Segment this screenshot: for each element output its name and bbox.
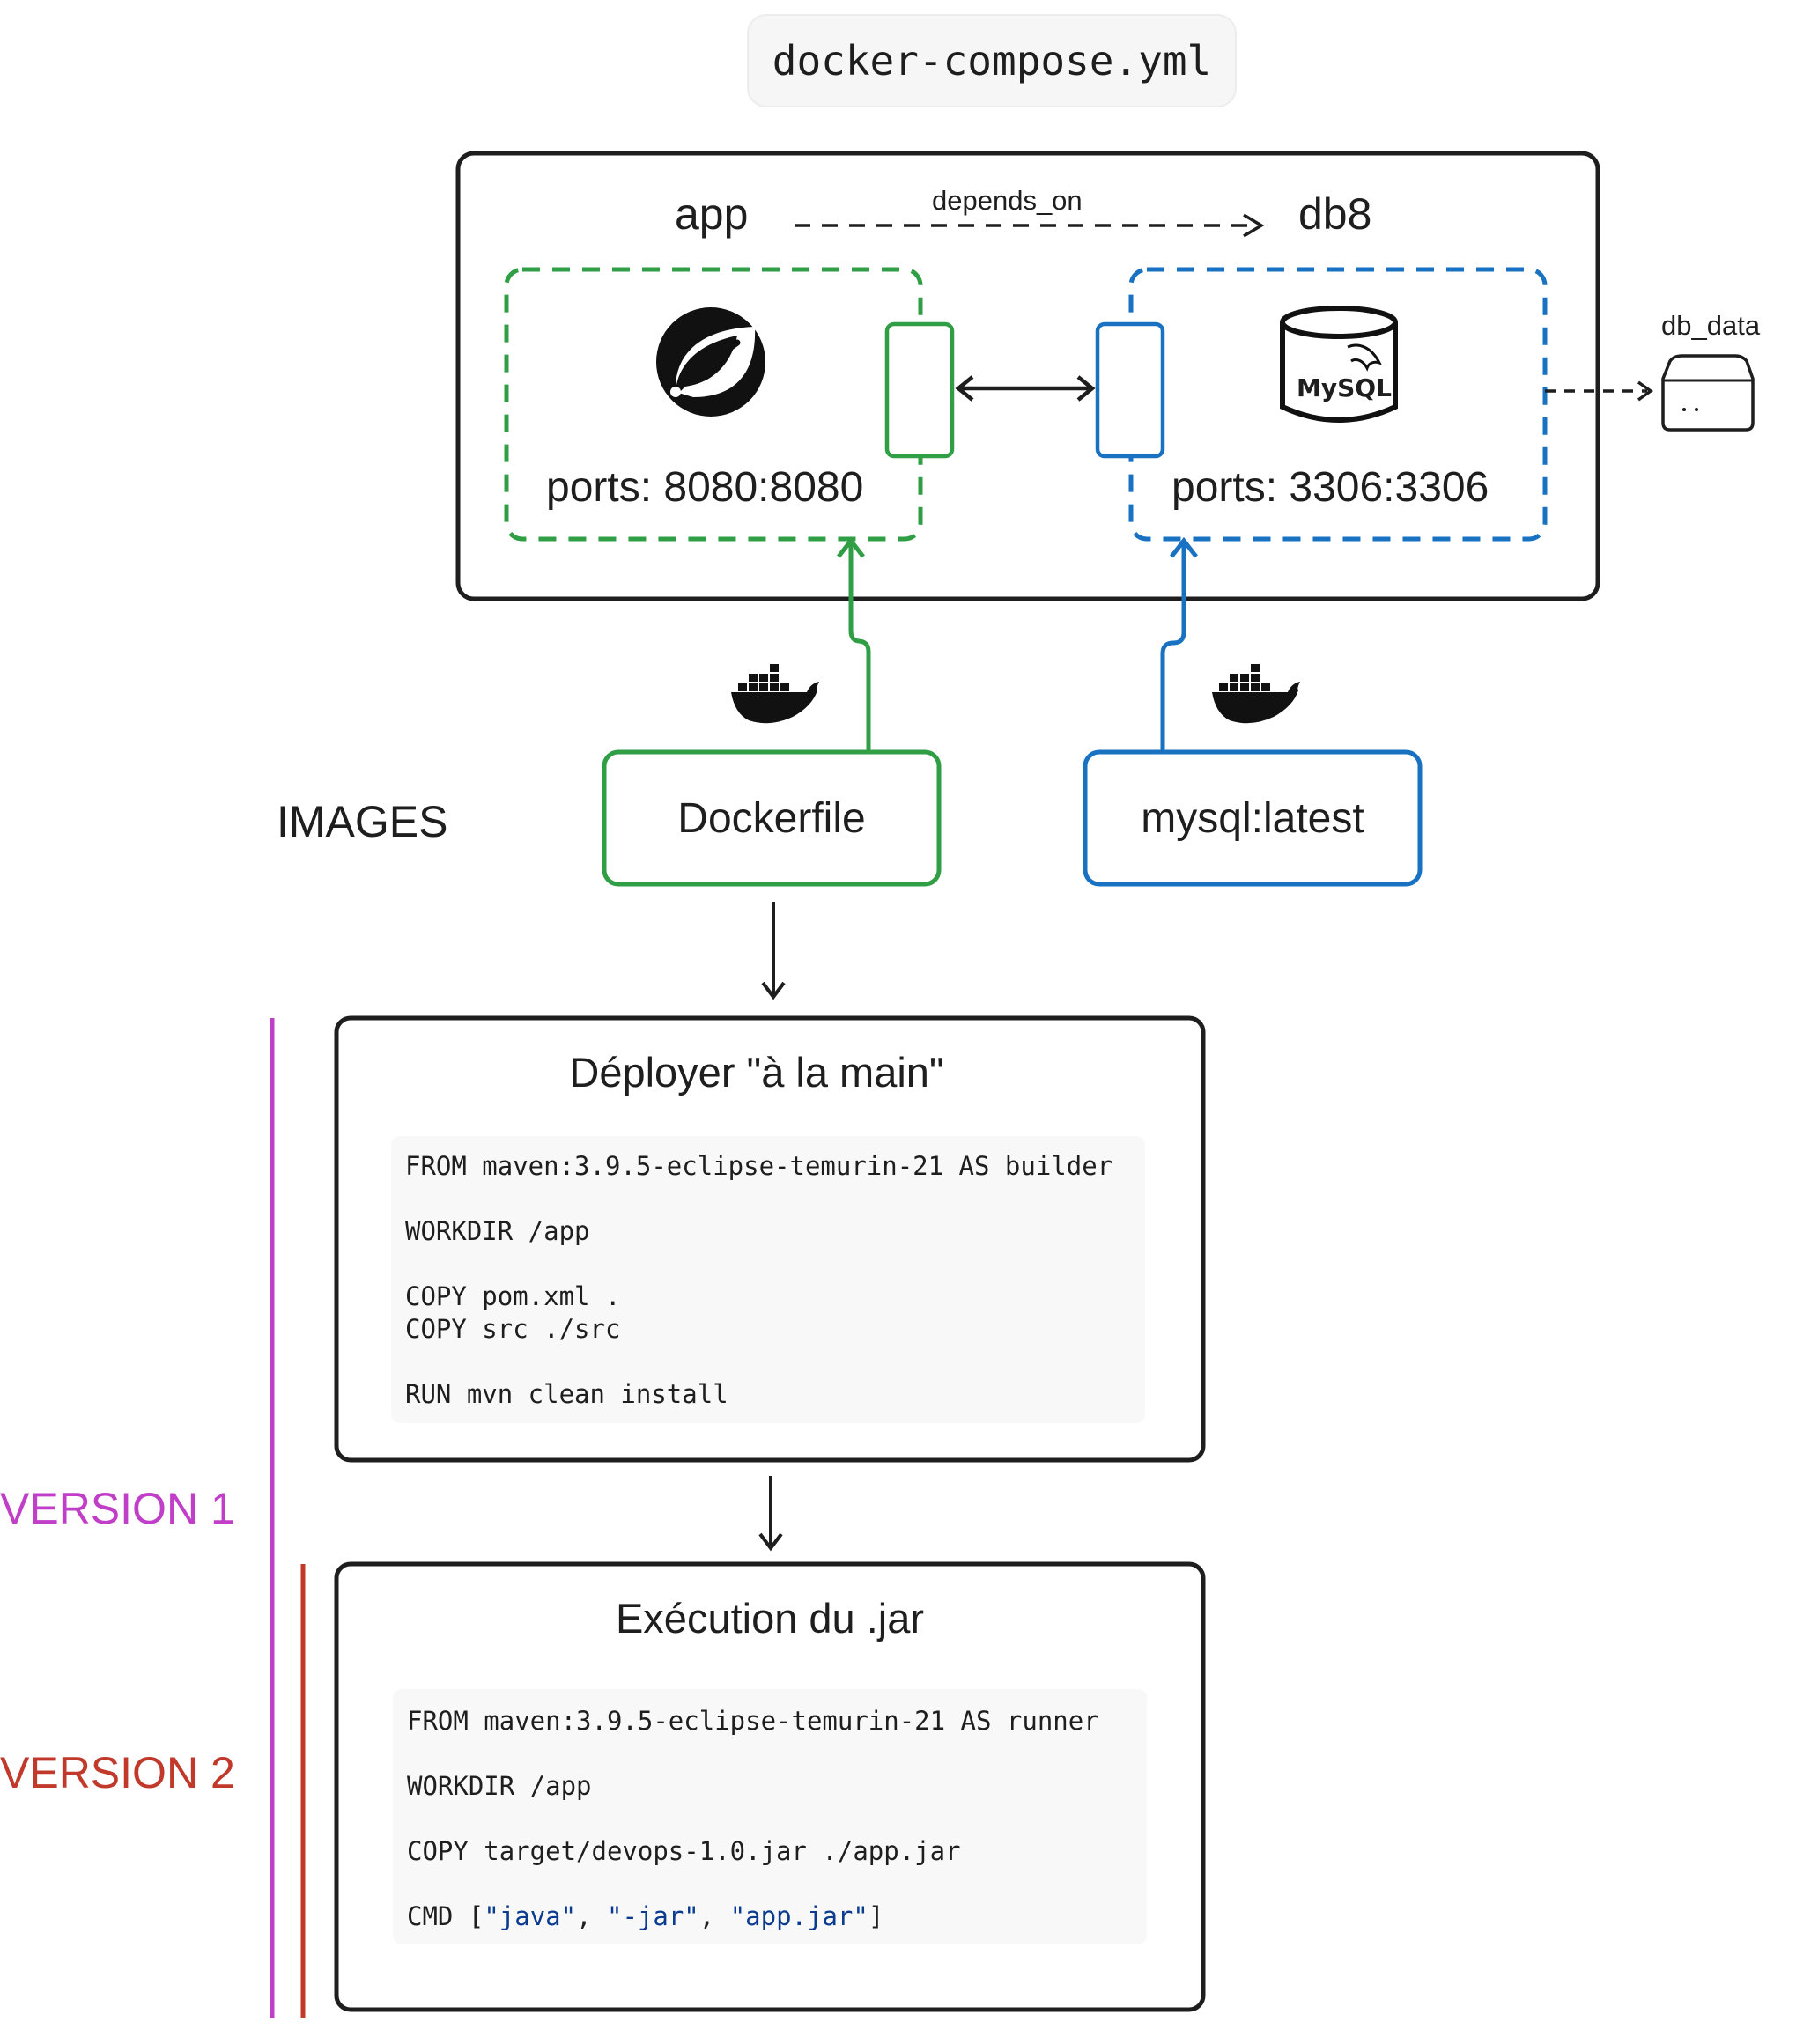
step-2-code-block: FROM maven:3.9.5-eclipse-temurin-21 AS r… [393, 1689, 1147, 1944]
mysql-logo-text: MySQL [1297, 373, 1392, 402]
spring-leaf-icon [656, 307, 765, 417]
step-box-1 [334, 1015, 1206, 1463]
code-line-cmd: CMD ["java", "-jar", "app.jar"] [407, 1901, 884, 1931]
code-line: WORKDIR /app [407, 1771, 592, 1801]
step-2-title: Exécution du .jar [615, 1595, 925, 1642]
code-line: COPY src ./src [405, 1314, 621, 1344]
compose-file-title: docker-compose.yml [747, 14, 1237, 107]
mysql-image-box [1083, 749, 1423, 887]
volume-label: db_data [1661, 310, 1761, 341]
depends-on-label: depends_on [932, 185, 1083, 216]
code-line: COPY target/devops-1.0.jar ./app.jar [407, 1836, 961, 1866]
step-1-title: Déployer "à la main" [569, 1049, 944, 1096]
step-box-2 [334, 1561, 1206, 2012]
docker-whale-icon [1212, 664, 1300, 724]
code-line: RUN mvn clean install [405, 1379, 728, 1409]
code-line: WORKDIR /app [405, 1216, 590, 1246]
dockerfile-box [602, 749, 942, 887]
code-line: FROM maven:3.9.5-eclipse-temurin-21 AS r… [407, 1706, 1099, 1736]
db-service-name: db8 [1298, 189, 1372, 239]
app-service-name: app [675, 189, 749, 239]
depends-on-arrow [795, 213, 1265, 238]
disk-icon [1661, 354, 1755, 432]
compose-box [455, 151, 1600, 601]
db-ports: ports: 3306:3306 [1171, 464, 1489, 511]
code-line: COPY pom.xml . [405, 1281, 621, 1311]
dockerfile-to-app-arrow [837, 536, 871, 750]
down-arrow-1 [761, 902, 786, 1000]
volume-arrow [1545, 380, 1654, 402]
db-service-box [1128, 267, 1548, 542]
version-2-label: VERSION 2 [0, 1748, 235, 1797]
app-ports: ports: 8080:8080 [546, 464, 864, 511]
mysql-image-label: mysql:latest [1141, 794, 1364, 842]
app-port-connector [884, 321, 955, 459]
version-1-label: VERSION 1 [0, 1484, 235, 1533]
dockerfile-label: Dockerfile [677, 794, 866, 842]
mysql-dolphin-icon [1280, 306, 1398, 423]
images-label: IMAGES [277, 797, 448, 846]
mysql-to-db-arrow [1160, 536, 1198, 750]
code-line: FROM maven:3.9.5-eclipse-temurin-21 AS b… [405, 1151, 1113, 1181]
down-arrow-2 [758, 1476, 783, 1552]
step-1-code-block: FROM maven:3.9.5-eclipse-temurin-21 AS b… [391, 1136, 1145, 1423]
db-port-connector [1095, 321, 1165, 459]
docker-whale-icon [731, 664, 819, 724]
port-link-arrow [955, 375, 1096, 402]
